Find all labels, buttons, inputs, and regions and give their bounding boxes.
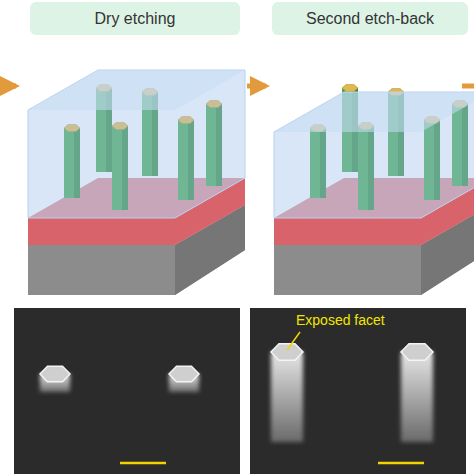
resist-layer: [28, 70, 245, 218]
resist-top: [274, 92, 474, 132]
pillar-top: [271, 344, 303, 361]
step-title: Dry etching: [95, 10, 176, 28]
pillar-body: [271, 352, 303, 442]
step-header: Second etch-back: [272, 2, 468, 35]
callout-label: Exposed facet: [296, 312, 385, 328]
resist-top: [28, 70, 245, 110]
step-title: Second etch-back: [306, 10, 434, 28]
sem-image: [14, 308, 466, 474]
scale-bar: [378, 462, 424, 465]
process-arrow: [247, 84, 266, 89]
sem-background: [250, 308, 466, 474]
leader-line: [287, 332, 300, 350]
pillar-body: [401, 352, 433, 442]
sample-block: [274, 85, 474, 295]
pillar-top: [169, 366, 199, 382]
pillar-top: [401, 344, 433, 361]
sem-background: [14, 308, 240, 474]
resist-layer: [274, 92, 474, 218]
pillar-top: [40, 366, 70, 382]
process-arrow: [462, 84, 474, 89]
sem-pillars: [271, 344, 433, 442]
step-header: Dry etching: [30, 2, 240, 35]
sample-block: [28, 70, 245, 295]
scale-bar: [120, 462, 166, 465]
process-arrow: [0, 84, 16, 89]
sem-pillars: [40, 366, 199, 392]
nanowire-tip: [342, 85, 358, 92]
